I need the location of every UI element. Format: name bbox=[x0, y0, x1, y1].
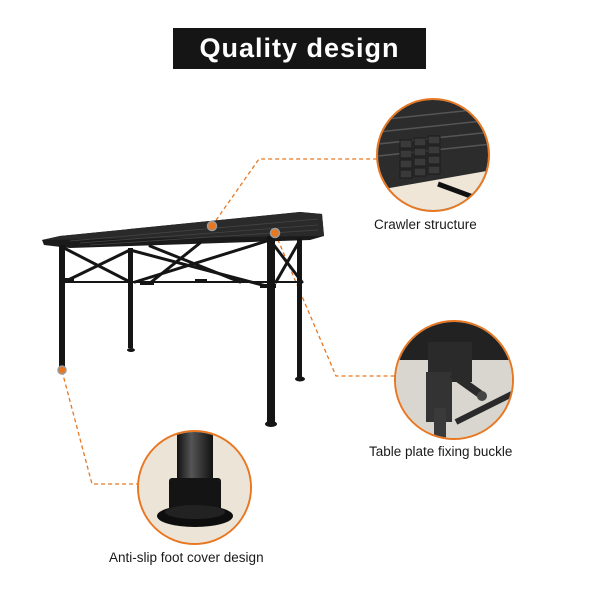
foot-cover-closeup-icon bbox=[139, 432, 250, 543]
leader-line-buckle bbox=[274, 232, 395, 377]
slatted-tabletop-closeup-icon bbox=[378, 100, 488, 210]
callout-foot bbox=[137, 430, 252, 545]
marker-foot bbox=[57, 365, 67, 375]
leader-line-foot bbox=[61, 370, 138, 485]
caption-foot: Anti-slip foot cover design bbox=[109, 550, 264, 565]
marker-buckle bbox=[269, 227, 281, 239]
marker-crawler bbox=[206, 220, 218, 232]
caption-crawler: Crawler structure bbox=[374, 217, 477, 232]
fixing-buckle-closeup-icon bbox=[396, 322, 512, 438]
callout-buckle bbox=[394, 320, 514, 440]
caption-buckle: Table plate fixing buckle bbox=[369, 444, 513, 459]
leader-lines bbox=[61, 158, 395, 485]
title-text: Quality design bbox=[199, 33, 400, 63]
callout-crawler bbox=[376, 98, 490, 212]
title-banner: Quality design bbox=[173, 28, 426, 69]
marker-dots bbox=[57, 220, 281, 375]
